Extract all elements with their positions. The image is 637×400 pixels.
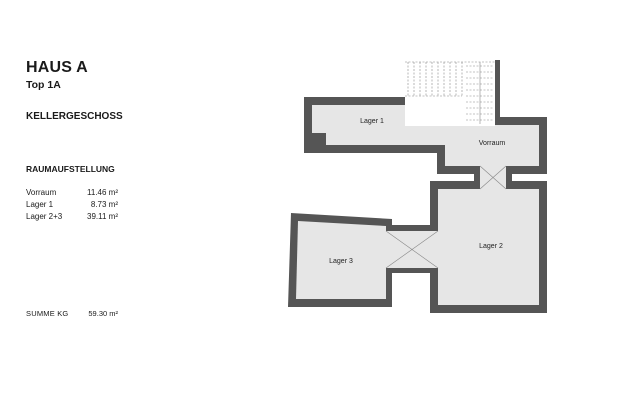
link-markers xyxy=(385,165,507,269)
staircase xyxy=(405,61,495,124)
total-value: 59.30 m² xyxy=(88,309,118,318)
room-row-lager23: Lager 2+3 39.11 m² xyxy=(26,211,118,223)
room-area: 11.46 m² xyxy=(87,188,118,197)
room-label-vorraum: Vorraum xyxy=(479,140,506,147)
room-schedule: Vorraum 11.46 m² Lager 1 8.73 m² Lager 2… xyxy=(26,187,118,223)
unit-subtitle: Top 1A xyxy=(26,79,61,91)
link-cross-line xyxy=(385,230,439,269)
room-schedule-heading: RAUMAUFSTELLUNG xyxy=(26,164,115,174)
room-name: Vorraum xyxy=(26,188,57,197)
room-area: 8.73 m² xyxy=(90,200,118,209)
room-name: Lager 2+3 xyxy=(26,212,63,221)
floor-name: KELLERGESCHOSS xyxy=(26,111,123,122)
floor-lager3 xyxy=(296,221,386,299)
room-row-lager1: Lager 1 8.73 m² xyxy=(26,199,118,211)
total-row: SUMME KG 59.30 m² xyxy=(26,309,118,318)
house-title: HAUS A xyxy=(26,59,88,76)
total-label: SUMME KG xyxy=(26,309,69,318)
room-row-vorraum: Vorraum 11.46 m² xyxy=(26,187,118,199)
floor-lager2 xyxy=(438,189,539,305)
floor-vorraum xyxy=(445,105,539,166)
room-label-lager3: Lager 3 xyxy=(329,258,353,265)
room-area: 39.11 m² xyxy=(87,212,118,221)
room-label-lager1: Lager 1 xyxy=(360,118,384,125)
room-name: Lager 1 xyxy=(26,200,54,209)
total-area: SUMME KG 59.30 m² xyxy=(26,309,118,318)
link-cross-line xyxy=(479,165,507,190)
room-label-lager2: Lager 2 xyxy=(479,243,503,250)
